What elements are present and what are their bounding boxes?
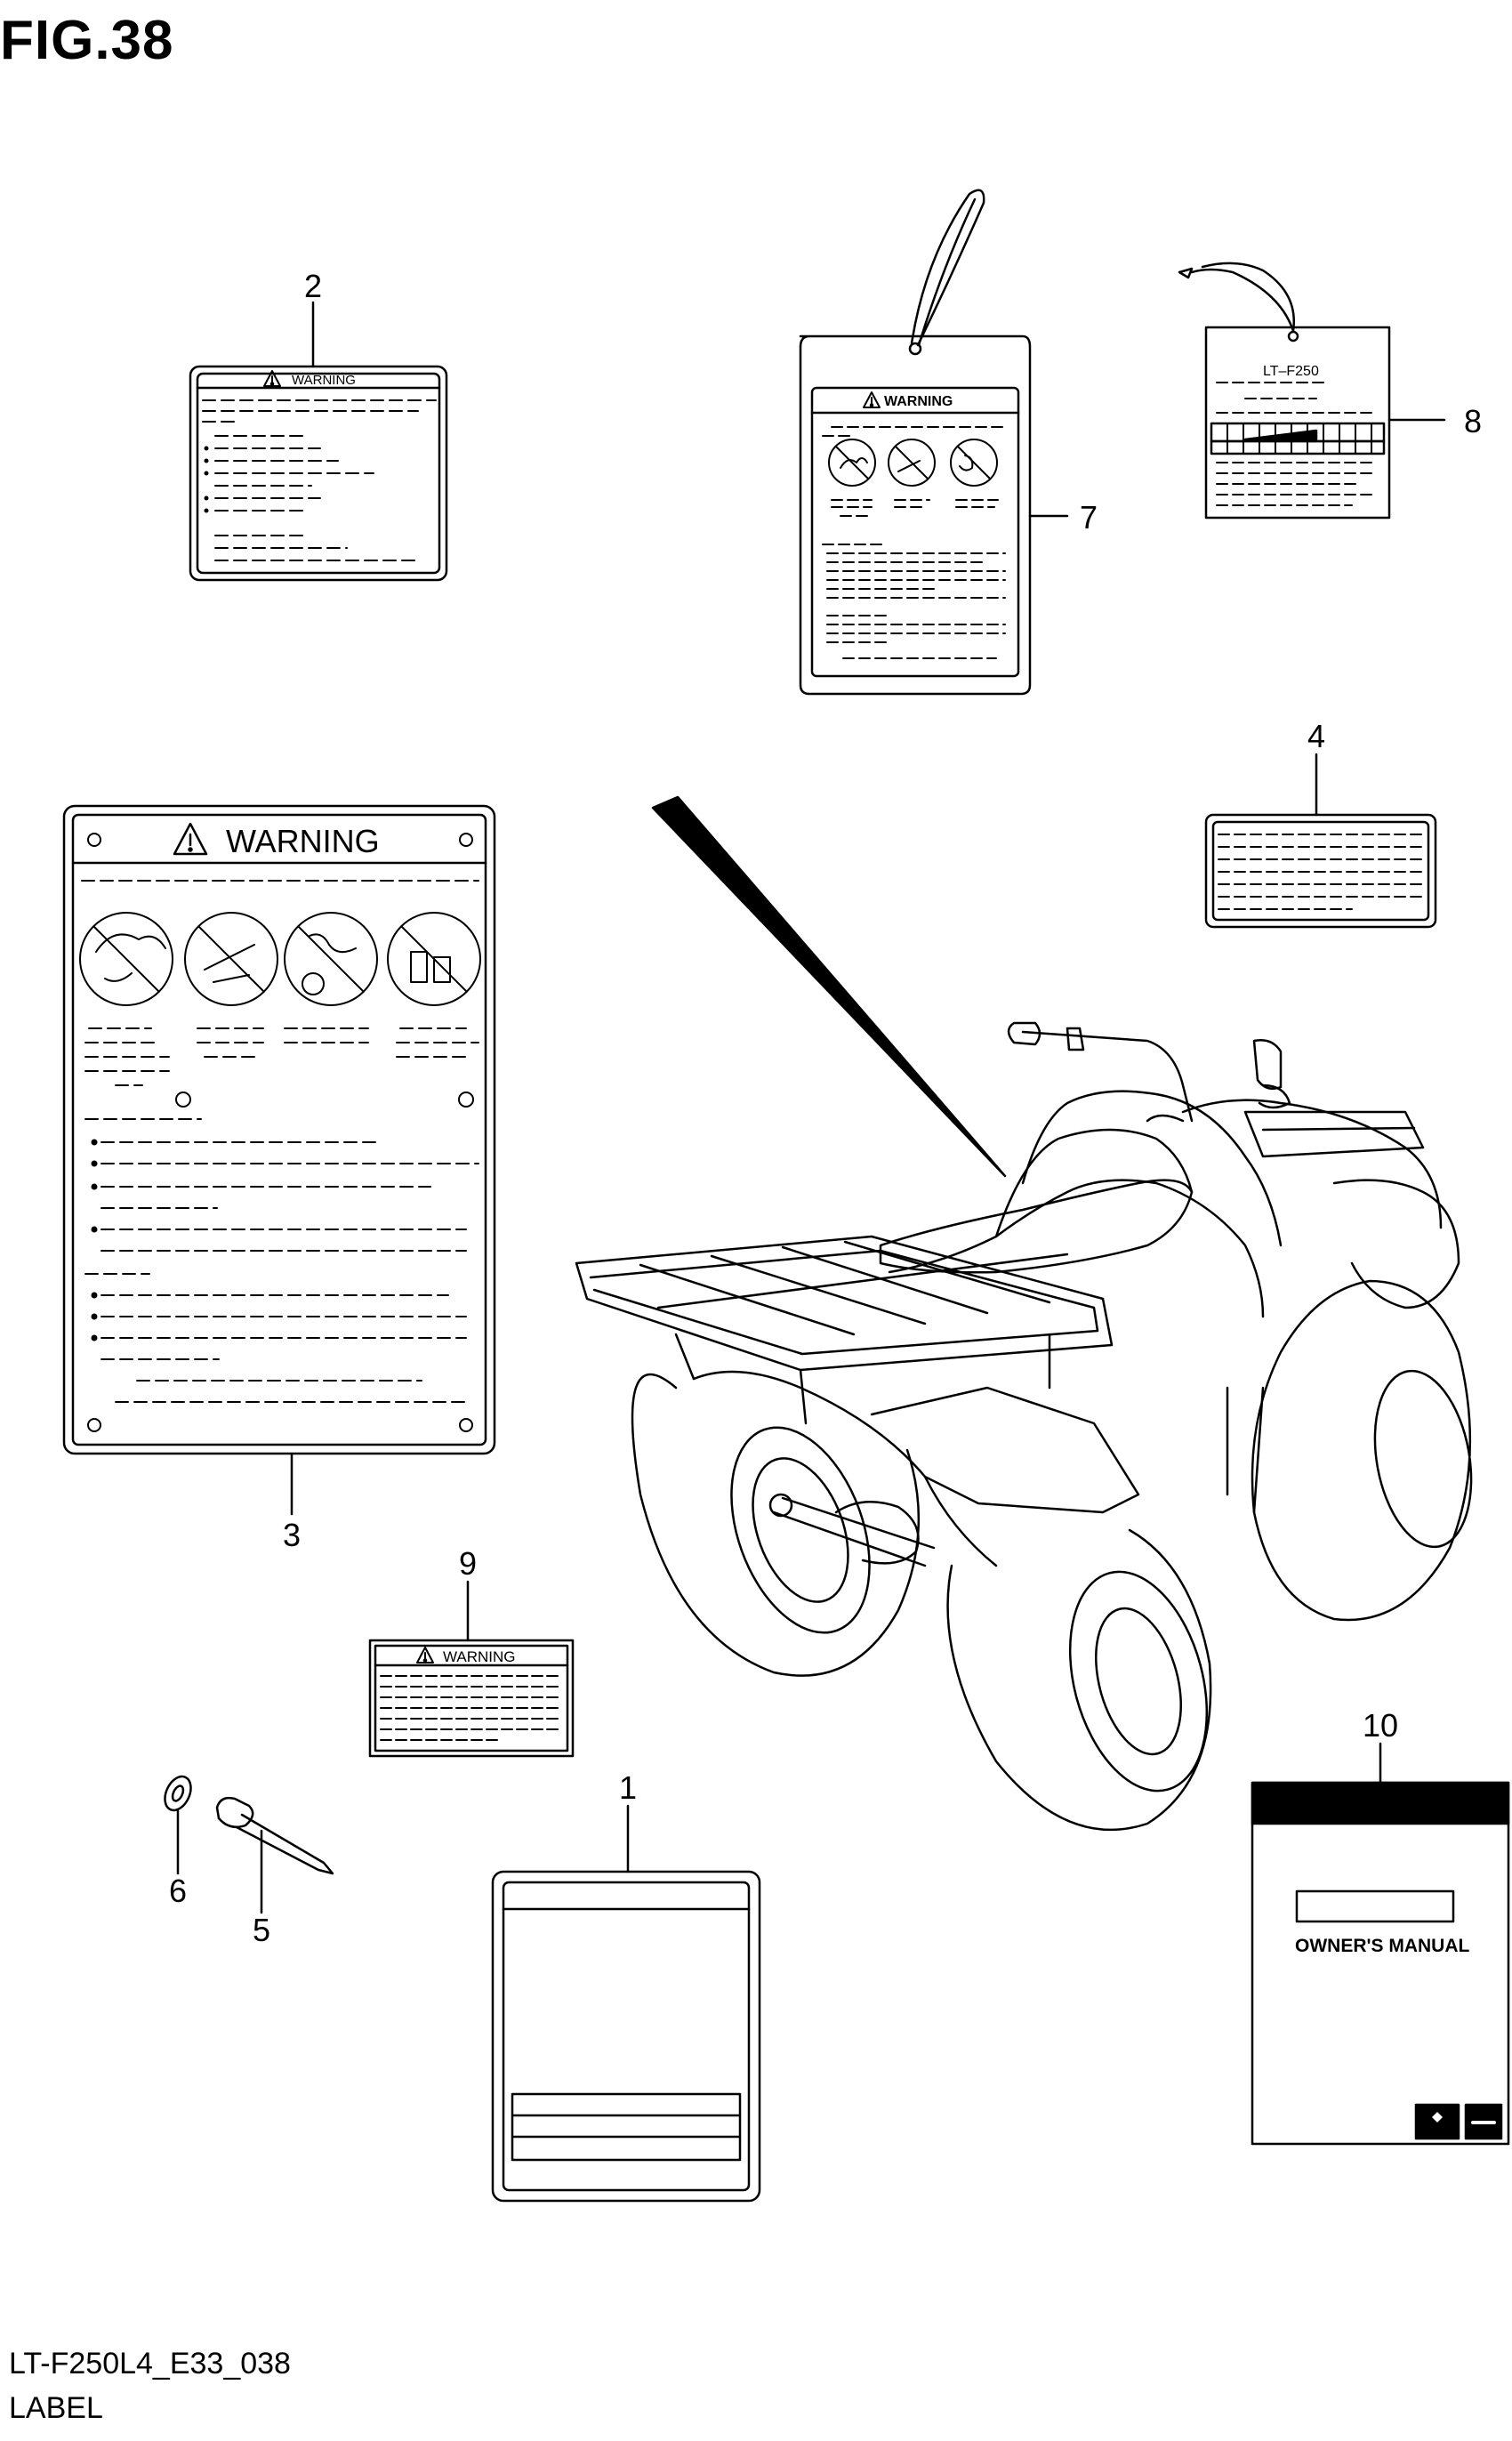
label-7-warning-text: WARNING: [884, 394, 953, 409]
callout-4: 4: [1307, 718, 1325, 754]
callout-numbers: 1 2 3 4 5 6 7 8 9 10: [169, 268, 1482, 1948]
part-6-washer: [164, 1775, 192, 1812]
callout-6: 6: [169, 1873, 187, 1909]
label-8-model-tag: [1178, 262, 1391, 520]
callout-8: 8: [1464, 403, 1482, 439]
label-2-warning-text: WARNING: [292, 373, 356, 388]
figure-title: FIG.38: [0, 10, 174, 71]
label-9-warning-medium: [368, 1639, 575, 1758]
callout-9: 9: [459, 1545, 477, 1582]
label-3-warning-large: [62, 804, 496, 1455]
warning-headers: WARNING WARNING WARNING WARNING: [226, 373, 953, 1665]
diagram-code: LT-F250L4_E33_038: [9, 2347, 291, 2381]
label-9-warning-text: WARNING: [443, 1648, 516, 1665]
label-2-warning-small: [189, 365, 448, 582]
callout-2: 2: [304, 268, 322, 304]
item-10-owners-manual: [1251, 1781, 1510, 2146]
part-5-rivet: [215, 1796, 334, 1875]
label-1: [491, 1870, 761, 2203]
callout-3: 3: [283, 1517, 301, 1553]
callout-5: 5: [253, 1912, 270, 1948]
callout-1: 1: [619, 1769, 637, 1806]
callout-10: 10: [1363, 1707, 1398, 1744]
label-4-plain: [1204, 813, 1437, 929]
callout-7: 7: [1080, 499, 1098, 536]
atv-illustration: [575, 1021, 1473, 1832]
manual-title-text: OWNER'S MANUAL: [1295, 1936, 1469, 1956]
pointer-wedge: [651, 795, 1007, 1178]
label-3-warning-text: WARNING: [226, 823, 380, 859]
diagram-name: LABEL: [9, 2391, 103, 2425]
tag-model-text: LT–F250: [1263, 364, 1319, 379]
label-7-hang-tag: [799, 189, 1032, 696]
